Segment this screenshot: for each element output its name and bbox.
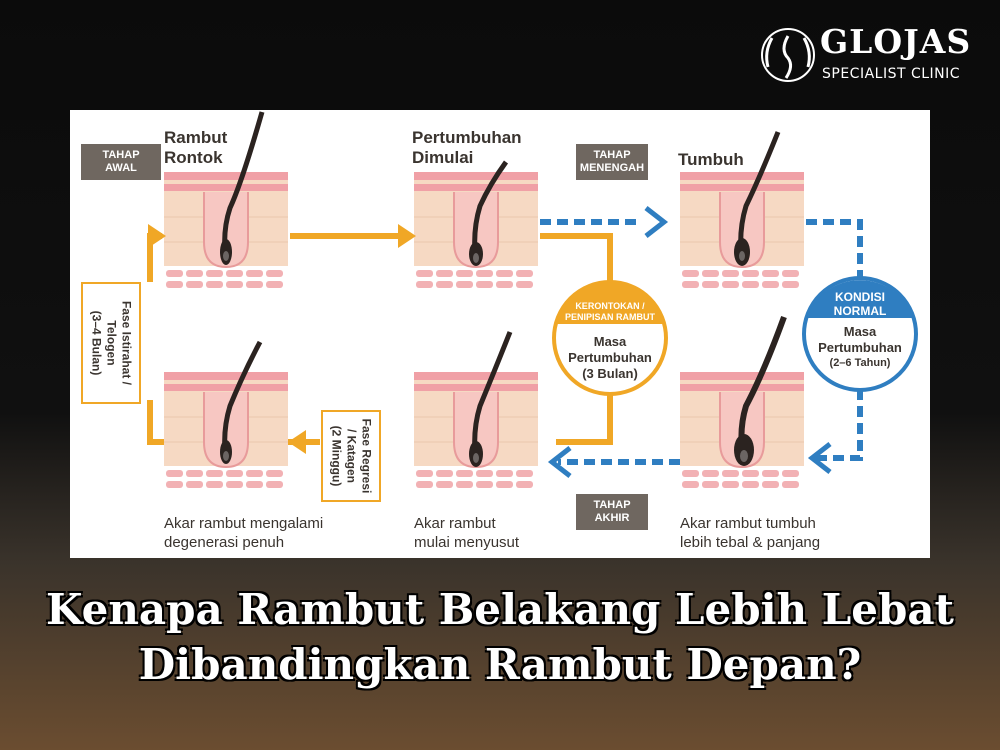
normal-circle-head-fill (807, 280, 913, 318)
skin-block-degeneration (163, 340, 289, 489)
skin-block-thicker (679, 315, 805, 489)
thinning-circle-head: KERONTOKAN /PENIPISAN RAMBUT (564, 301, 655, 322)
skin-block-shedding (163, 111, 289, 289)
headline-line-1: Kenapa Rambut Belakang Lebih Lebat (46, 585, 954, 634)
diagram-graphics (147, 111, 918, 489)
thinning-circle-head-fill (557, 282, 663, 324)
blue-arrowheads (547, 206, 832, 478)
orange-arrowheads (148, 224, 416, 454)
brand-title: GLOJAS (820, 22, 972, 61)
blue-flow-arrows (540, 219, 863, 465)
skin-block-growth-start (413, 160, 539, 289)
headline-line-2: Dibandingkan Rambut Depan? (138, 640, 862, 689)
clinic-logo: GLOJAS SPECIALIST CLINIC (758, 22, 978, 92)
normal-circle-duration: (2–6 Tahun) (829, 357, 891, 369)
laurel-emblem-icon (761, 28, 815, 82)
brand-subtitle: SPECIALIST CLINIC (822, 66, 961, 82)
skin-block-growing (679, 131, 805, 289)
phase-telogen-box: Fase Istirahat /Telogen(3–4 Bulan) (81, 282, 141, 404)
phase-catagen-box: Fase Regresi/ Katagen(2 Minggu) (321, 410, 381, 502)
stage-title-growing: Tumbuh (678, 150, 744, 169)
skin-block-shrinking (413, 331, 539, 489)
